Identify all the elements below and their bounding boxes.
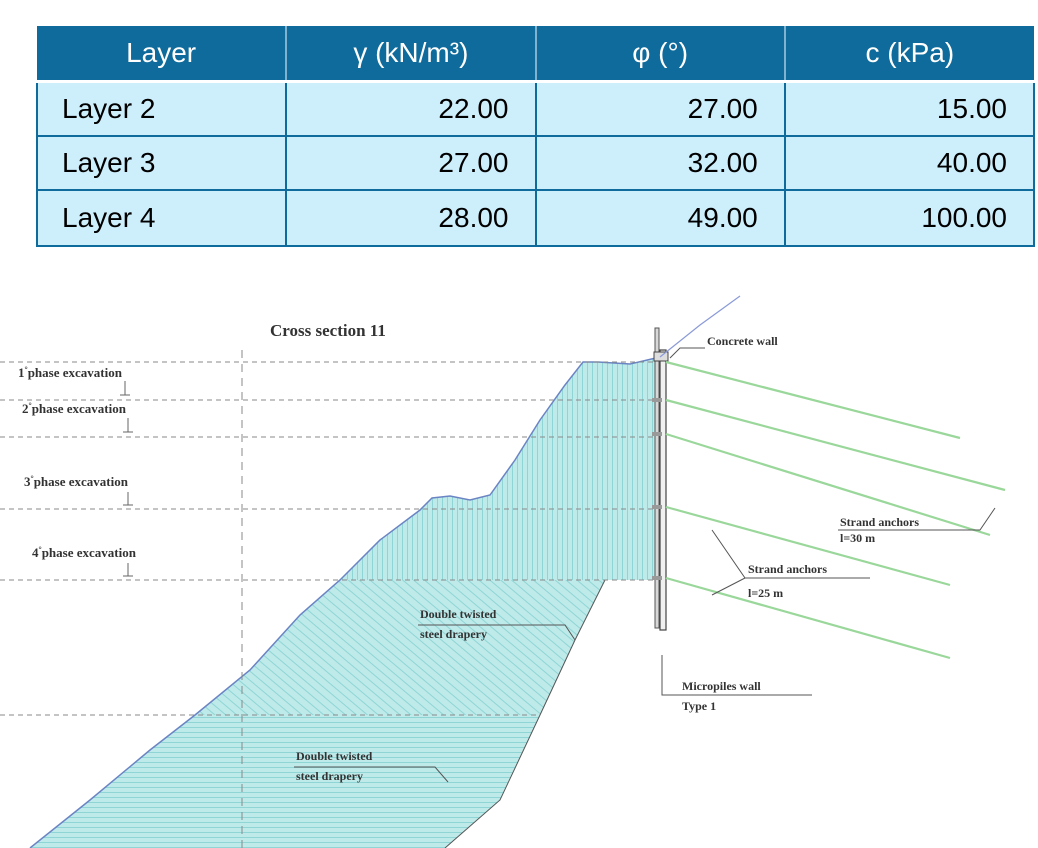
excavation-face-line <box>444 579 606 848</box>
cell-cohesion: 15.00 <box>783 80 1036 137</box>
leader-anchors-25-branch <box>711 577 746 596</box>
header-cohesion: c (kPa) <box>784 26 1034 83</box>
cell-friction-angle: 27.00 <box>534 80 786 137</box>
cell-unit-weight: 22.00 <box>285 80 537 137</box>
label-micropiles-line2: Type 1 <box>682 699 716 713</box>
anchor-head <box>652 432 662 436</box>
label-anchors-25-line1: Strand anchors <box>748 562 827 576</box>
table-row: Layer 2 22.00 27.00 15.00 <box>35 80 1036 137</box>
label-concrete-wall: Concrete wall <box>707 334 778 348</box>
cross-section-diagram: Cross section 11 1°phase excavation 2°ph… <box>0 295 1006 848</box>
slope-middle-hatch <box>195 580 605 715</box>
cell-layer-name: Layer 2 <box>35 80 288 137</box>
table-row: Layer 3 27.00 32.00 40.00 <box>35 135 1036 191</box>
label-micropiles-line1: Micropiles wall <box>682 679 761 693</box>
leader-concrete-wall <box>669 347 705 359</box>
cell-unit-weight: 27.00 <box>285 135 537 191</box>
anchor-head <box>652 576 662 580</box>
cell-layer-name: Layer 4 <box>35 189 288 247</box>
label-anchors-25-line2: l=25 m <box>748 586 783 600</box>
slope-body <box>30 357 660 848</box>
phase-label-1: 1°phase excavation <box>18 365 123 380</box>
slope-upper-hatch <box>340 357 660 580</box>
phase-labels: 1°phase excavation 2°phase excavation 3°… <box>18 365 137 577</box>
phase-level-lines <box>0 350 660 848</box>
ground-surface-line <box>29 356 661 848</box>
header-friction-angle: φ (°) <box>535 26 786 83</box>
label-drapery-upper-line1: Double twisted <box>420 607 497 621</box>
wall-post-left <box>654 327 660 629</box>
cell-layer-name: Layer 3 <box>35 135 288 191</box>
cell-cohesion: 40.00 <box>783 135 1036 191</box>
terrain-top-line <box>659 295 741 358</box>
phase-label-3: 3°phase excavation <box>24 474 129 489</box>
table-row: Layer 4 28.00 49.00 100.00 <box>35 189 1036 247</box>
label-drapery-upper-line2: steel drapery <box>420 627 487 641</box>
anchor-head <box>652 398 662 402</box>
cell-friction-angle: 32.00 <box>534 135 786 191</box>
phase-label-4: 4°phase excavation <box>32 545 137 560</box>
label-anchors-30-line2: l=30 m <box>840 531 875 545</box>
soil-parameters-table: Layer γ (kN/m³) φ (°) c (kPa) Layer 2 22… <box>35 26 1036 247</box>
label-anchors-30-line1: Strand anchors <box>840 515 919 529</box>
slope-lower-hatch <box>30 715 540 848</box>
label-drapery-lower-line1: Double twisted <box>296 749 373 763</box>
leader-micropiles <box>661 655 812 696</box>
header-unit-weight: γ (kN/m³) <box>286 26 537 83</box>
diagram-title: Cross section 11 <box>270 321 386 340</box>
table-header-row: Layer γ (kN/m³) φ (°) c (kPa) <box>37 26 1034 83</box>
strand-anchors <box>665 360 1006 660</box>
cell-unit-weight: 28.00 <box>285 189 537 247</box>
anchor-line <box>665 398 1006 492</box>
leader-drapery-lower <box>294 766 449 783</box>
anchor-line <box>665 432 991 537</box>
anchor-line <box>665 505 951 587</box>
cell-friction-angle: 49.00 <box>534 189 786 247</box>
cell-cohesion: 100.00 <box>783 189 1036 247</box>
header-layer: Layer <box>37 26 288 83</box>
label-drapery-lower-line2: steel drapery <box>296 769 363 783</box>
phase-arrows <box>120 381 133 577</box>
anchor-line <box>665 576 951 660</box>
leader-anchors-30 <box>838 507 996 531</box>
anchor-head <box>652 505 662 509</box>
phase-label-2: 2°phase excavation <box>22 401 127 416</box>
leader-drapery-upper <box>418 624 576 641</box>
anchor-line <box>665 360 961 440</box>
wall-post-right <box>659 349 667 631</box>
